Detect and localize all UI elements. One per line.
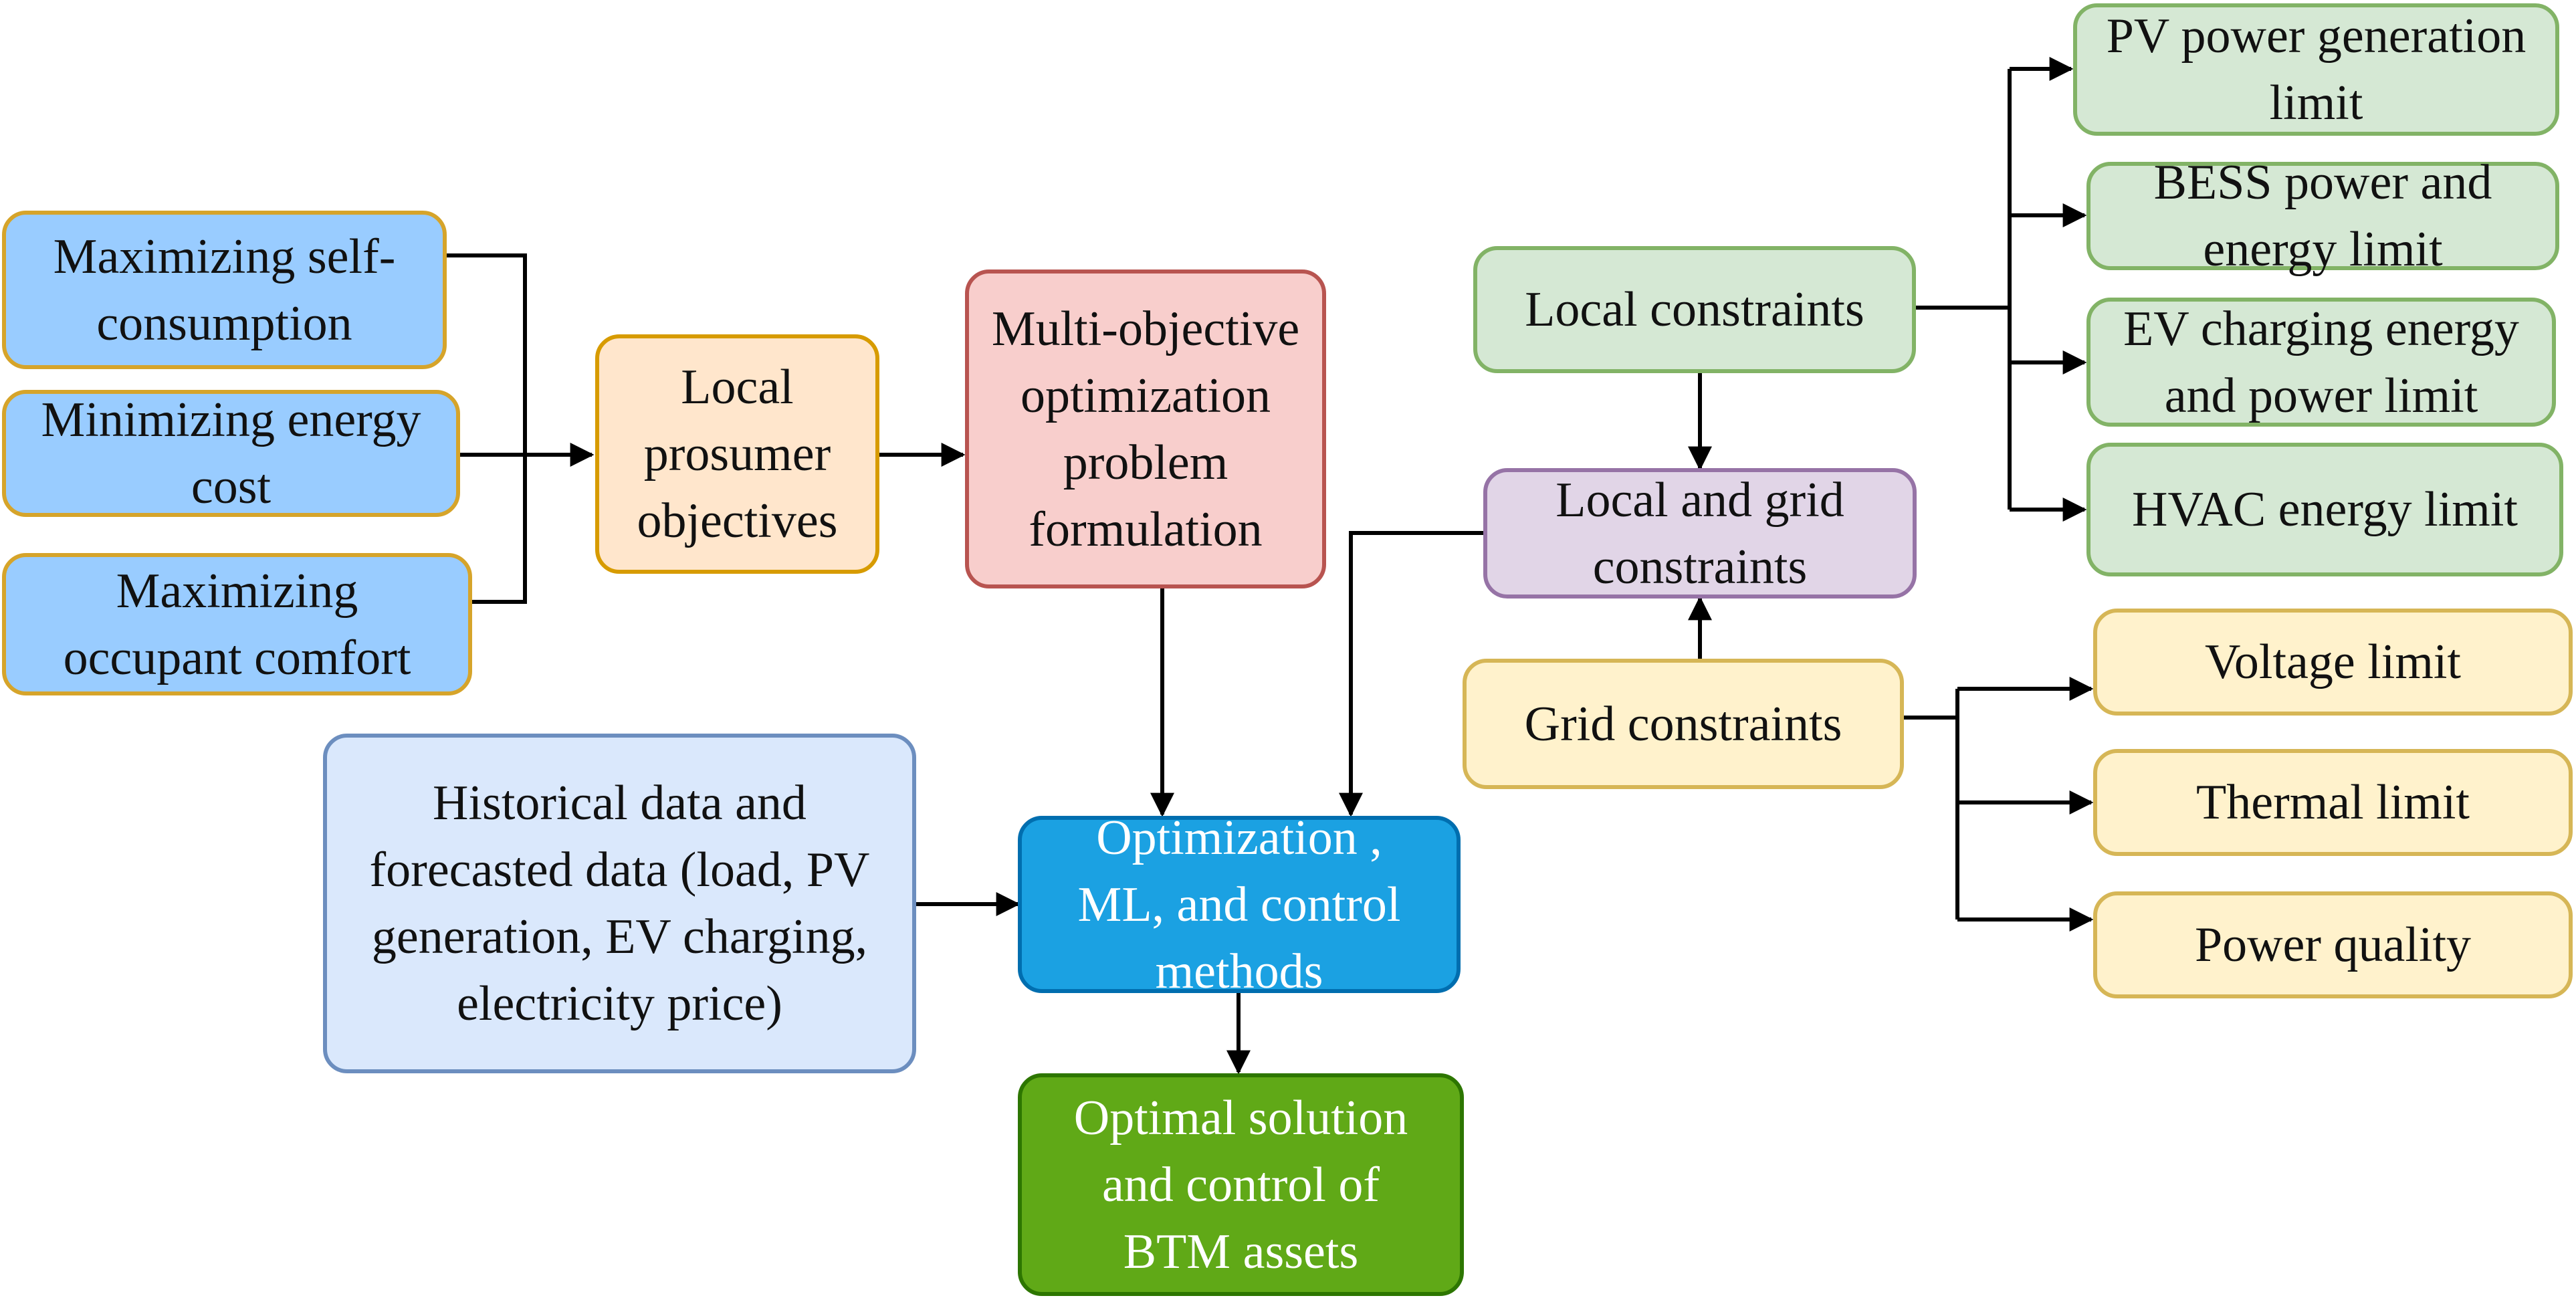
edge-occupant-comfort-bus: [472, 455, 527, 604]
local-prosumer-objectives-box: Local prosumer objectives: [595, 334, 879, 574]
ev-charging-limit-box: EV charging energy and power limit: [2086, 298, 2556, 427]
objective-self-consumption-box: Maximizing self- consumption: [2, 211, 447, 369]
optimization-methods-box: Optimization , ML, and control methods: [1018, 810, 1461, 999]
optimal-solution-box: Optimal solution and control of BTM asse…: [1018, 1073, 1464, 1296]
pv-generation-limit-box: PV power generation limit: [2073, 3, 2559, 136]
multi-objective-formulation-box: Multi-objective optimization problem for…: [965, 269, 1326, 588]
grid-constraints-box: Grid constraints: [1463, 659, 1904, 789]
hvac-energy-limit-box: HVAC energy limit: [2086, 443, 2563, 576]
objective-energy-cost-box: Minimizing energy cost: [2, 390, 460, 517]
thermal-limit-box: Thermal limit: [2093, 749, 2573, 856]
local-constraints-box: Local constraints: [1473, 246, 1916, 373]
voltage-limit-box: Voltage limit: [2093, 609, 2573, 716]
objective-occupant-comfort-box: Maximizing occupant comfort: [2, 553, 472, 695]
bess-limit-box: BESS power and energy limit: [2086, 155, 2559, 277]
power-quality-box: Power quality: [2093, 891, 2573, 998]
local-and-grid-constraints-box: Local and grid constraints: [1483, 468, 1917, 599]
edge-mixed-constraints-to-methods: [1339, 531, 1483, 817]
historical-data-box: Historical data and forecasted data (loa…: [323, 734, 916, 1073]
edge-self-consumption-bus: [447, 253, 527, 455]
